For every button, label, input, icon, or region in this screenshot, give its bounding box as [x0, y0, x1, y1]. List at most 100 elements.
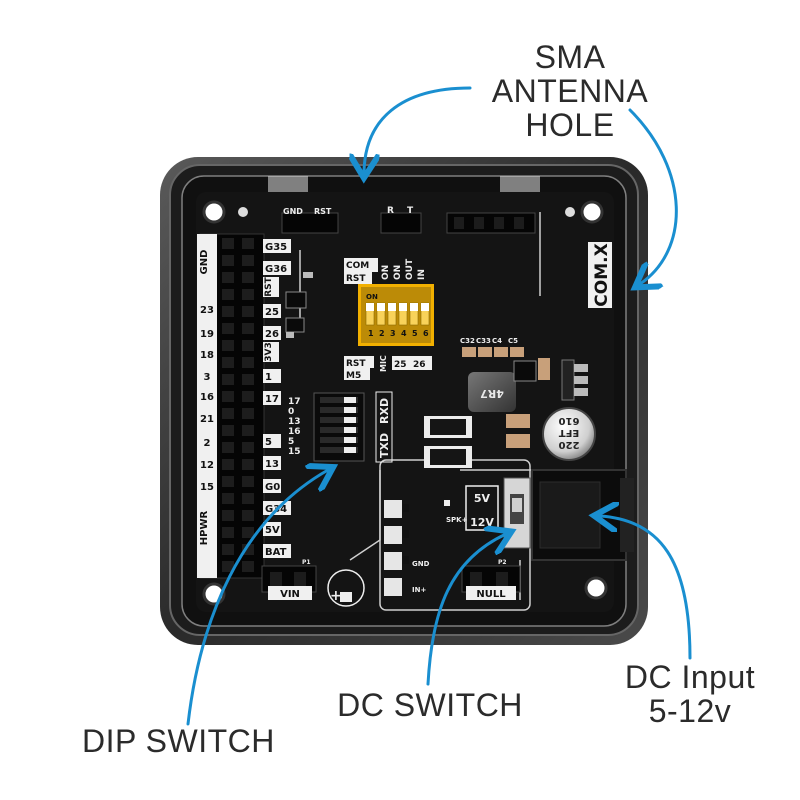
- bottom-label-vin: VIN: [280, 589, 300, 600]
- arrow-dc-input: [600, 516, 692, 660]
- dip-serial-label: 17: [288, 397, 301, 407]
- dip-serial-side: TXD RXD: [375, 391, 393, 463]
- callout-sma-line-2: ANTENNA: [491, 73, 649, 109]
- voltage-label-12v: 12V: [470, 516, 494, 529]
- dip-top-label: RST: [346, 274, 366, 284]
- gpio-left-label: 16: [200, 392, 214, 403]
- diode-d1: [424, 416, 472, 438]
- bottom-label-null: NULL: [476, 589, 506, 600]
- dip-top-label: COM: [346, 261, 369, 271]
- dip-serial-side-rxd: RXD: [378, 398, 391, 424]
- gpio-right-label: 5: [265, 437, 272, 448]
- dip-number: 3: [390, 329, 396, 338]
- dip-top-label: IN: [417, 269, 427, 280]
- speaker-label-gnd: GND: [412, 560, 430, 568]
- gpio-left-label: 15: [200, 482, 214, 493]
- bottom-header-vin: VIN P1: [261, 559, 317, 600]
- dip-serial-label: 16: [288, 427, 301, 437]
- arrow-sma: [364, 86, 472, 172]
- callout-sma-line-1: SMA: [534, 39, 606, 75]
- svg-text:COM.X: COM.X: [592, 243, 612, 306]
- callout-dc-switch-text: DC SWITCH: [337, 687, 523, 723]
- bottom-label-p1: P1: [302, 559, 311, 566]
- dip-serial-label: 0: [288, 407, 294, 417]
- gpio-left-label: 23: [200, 305, 214, 316]
- dip-number: 2: [379, 329, 385, 338]
- gpio-right-label: 5V: [265, 525, 280, 536]
- dip-top-label: ON: [381, 265, 391, 280]
- speaker-label-in: IN+: [412, 586, 426, 594]
- gpio-left-label: HPWR: [199, 510, 210, 545]
- top-header-p5: [446, 212, 536, 234]
- dip-bottom-label: RST: [346, 359, 366, 369]
- dip-serial-side-txd: TXD: [378, 433, 391, 458]
- capacitor-label: C33: [476, 337, 491, 345]
- arrow-comx: [628, 108, 678, 284]
- gpio-right-label: 13: [265, 459, 279, 470]
- gpio-left-label: 2: [204, 438, 211, 449]
- bottom-header-null: NULL P2: [461, 559, 521, 600]
- dip-number: 6: [423, 329, 429, 338]
- dip-top-label: OUT: [405, 258, 415, 280]
- gpio-right-label: BAT: [265, 547, 287, 558]
- top-header-p4: R T: [380, 206, 422, 234]
- gpio-right-label: G0: [265, 482, 280, 493]
- callout-dc-input: DC Input 5-12v: [600, 660, 780, 728]
- gpio-right-label: G35: [265, 242, 287, 253]
- callout-sma-line-3: HOLE: [525, 107, 615, 143]
- polarity-mark: +: [327, 569, 365, 607]
- gpio-right-label: G36: [265, 264, 287, 275]
- speaker-pads: SPK+ GND IN+: [384, 500, 468, 596]
- diode-d2: [424, 446, 472, 468]
- dip-serial-label: 15: [288, 447, 301, 457]
- dc-jack: [531, 469, 634, 561]
- dip-bottom-label: 25: [394, 360, 407, 370]
- dip-number: 5: [412, 329, 418, 338]
- board-title: COM.X: [588, 242, 612, 308]
- callout-sma-antenna-hole: SMA ANTENNA HOLE: [470, 40, 670, 142]
- dip-top-label: ON: [393, 265, 403, 280]
- dip-bottom-label: M5: [346, 371, 361, 381]
- dip-bottom-label: 26: [413, 360, 426, 370]
- inductor: 4R7: [468, 372, 516, 412]
- cap-label-eft: EFT: [559, 427, 580, 438]
- dip-switch-yellow: ON: [358, 284, 434, 346]
- top-header-label-t: T: [407, 206, 414, 216]
- gpio-left-label: 21: [200, 414, 214, 425]
- gpio-left-label: GND: [199, 250, 210, 275]
- gpio-left-label: 19: [200, 329, 214, 340]
- callout-dc-input-line-2: 5-12v: [648, 693, 732, 729]
- top-header-label-rst: RST: [314, 207, 332, 216]
- gpio-left-label: 3: [204, 372, 211, 383]
- gpio-right-label: 26: [265, 329, 279, 340]
- callout-dc-switch: DC SWITCH: [320, 688, 540, 722]
- capacitor-label: C5: [508, 337, 518, 345]
- gpio-left-label: 12: [200, 460, 214, 471]
- electrolytic-capacitor: 220 EFT 610: [542, 407, 596, 461]
- bottom-label-p2: P2: [498, 559, 507, 566]
- voltage-label-5v: 5V: [474, 492, 491, 505]
- gpio-right-label: 25: [265, 307, 279, 318]
- capacitor-label: C4: [492, 337, 502, 345]
- svg-text:+: +: [330, 588, 342, 604]
- callout-dc-input-line-1: DC Input: [624, 659, 756, 695]
- dip-switch-serial: [313, 392, 365, 462]
- arrow-dip-switch: [186, 470, 328, 726]
- top-header-p3: GND RST: [281, 207, 339, 234]
- svg-text:4R7: 4R7: [480, 387, 504, 400]
- gpio-right-label: RST: [264, 276, 274, 296]
- speaker-label-spk: SPK+: [446, 516, 468, 524]
- callout-dip-switch-text: DIP SWITCH: [82, 723, 275, 759]
- cap-label-610: 610: [559, 415, 580, 426]
- gpio-right-label: 1: [265, 372, 272, 383]
- arrow-dc-switch: [426, 534, 506, 686]
- gpio-right-label: 3V3: [264, 342, 274, 362]
- callout-dip-switch: DIP SWITCH: [82, 724, 302, 758]
